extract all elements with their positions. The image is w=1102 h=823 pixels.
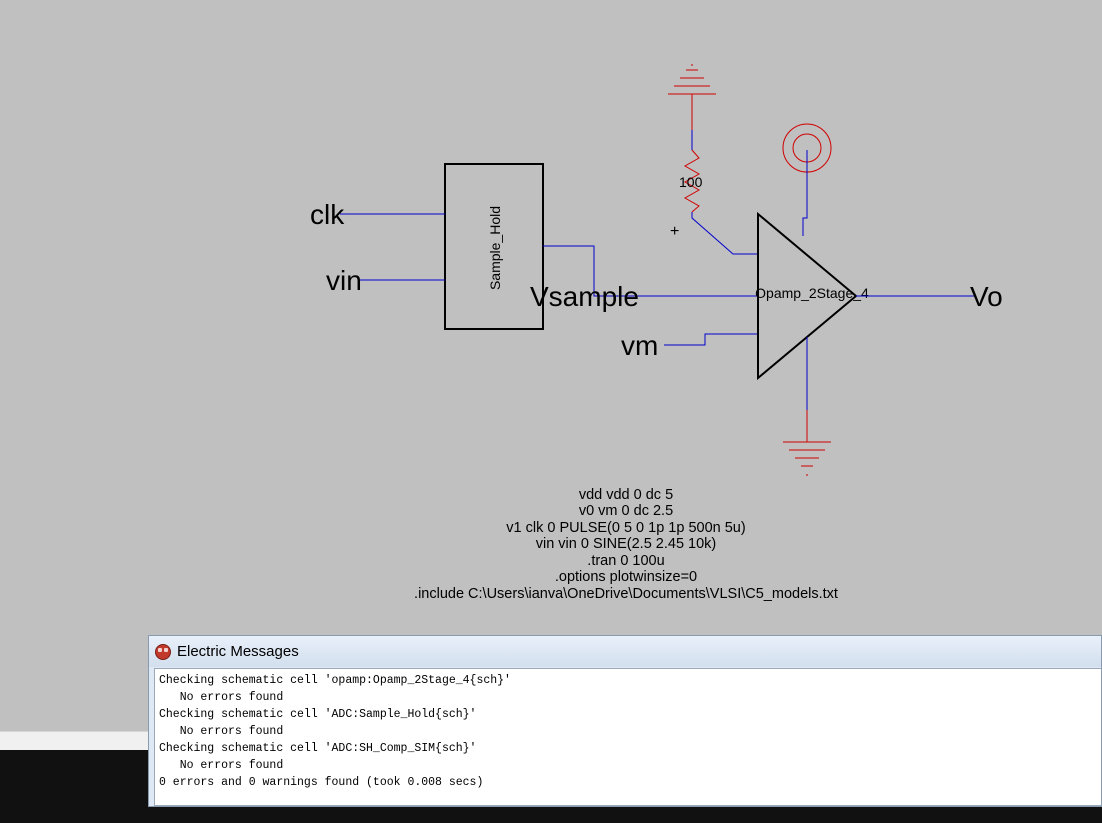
message-line: Checking schematic cell 'ADC:Sample_Hold… [159, 708, 477, 721]
wire-vsample[interactable] [543, 245, 758, 297]
messages-window[interactable]: Electric Messages Checking schematic cel… [148, 635, 1102, 807]
message-line: Checking schematic cell 'opamp:Opamp_2St… [159, 674, 511, 687]
spice-line: .options plotwinsize=0 [555, 569, 697, 585]
spice-line: v1 clk 0 PULSE(0 5 0 1p 1p 500n 5u) [506, 520, 745, 536]
spice-line: vdd vdd 0 dc 5 [579, 487, 673, 503]
wire-vm[interactable] [664, 333, 758, 346]
ground-symbol-bottom[interactable] [783, 410, 831, 476]
net-label-vsample: Vsample [530, 281, 639, 312]
spice-line: v0 vm 0 dc 2.5 [579, 503, 673, 519]
messages-window-titlebar[interactable]: Electric Messages [149, 636, 1101, 667]
message-line: No errors found [159, 759, 284, 772]
message-line: No errors found [159, 725, 284, 738]
opamp-label: Opamp_2Stage_4 [755, 285, 869, 301]
spice-directives[interactable]: vdd vdd 0 dc 5 v0 vm 0 dc 2.5 v1 clk 0 P… [414, 487, 838, 602]
spice-line: .include C:\Users\ianva\OneDrive\Documen… [414, 586, 838, 602]
resistor-value: 100 [679, 174, 703, 190]
wire-vdd-opamp[interactable] [802, 150, 808, 236]
background-window-edge [0, 731, 148, 753]
messages-text-area[interactable]: Checking schematic cell 'opamp:Opamp_2St… [154, 668, 1101, 806]
message-line: 0 errors and 0 warnings found (took 0.00… [159, 776, 484, 789]
net-label-clk: clk [310, 199, 345, 230]
plus-marker: + [670, 223, 679, 240]
resistor[interactable] [683, 149, 701, 213]
spice-line: vin vin 0 SINE(2.5 2.45 10k) [536, 536, 717, 552]
net-label-vo: Vo [970, 281, 1003, 312]
message-line: No errors found [159, 691, 284, 704]
net-label-vm: vm [621, 330, 658, 361]
net-label-vin: vin [326, 265, 362, 296]
spice-line: .tran 0 100u [587, 553, 664, 569]
message-line: Checking schematic cell 'ADC:SH_Comp_SIM… [159, 742, 477, 755]
sample-hold-label: Sample_Hold [487, 206, 503, 290]
electric-app-icon [155, 644, 171, 660]
messages-window-title: Electric Messages [177, 643, 299, 660]
wire-resistor-to-opamp-plus[interactable] [691, 212, 758, 255]
ground-symbol-top[interactable] [668, 64, 716, 130]
